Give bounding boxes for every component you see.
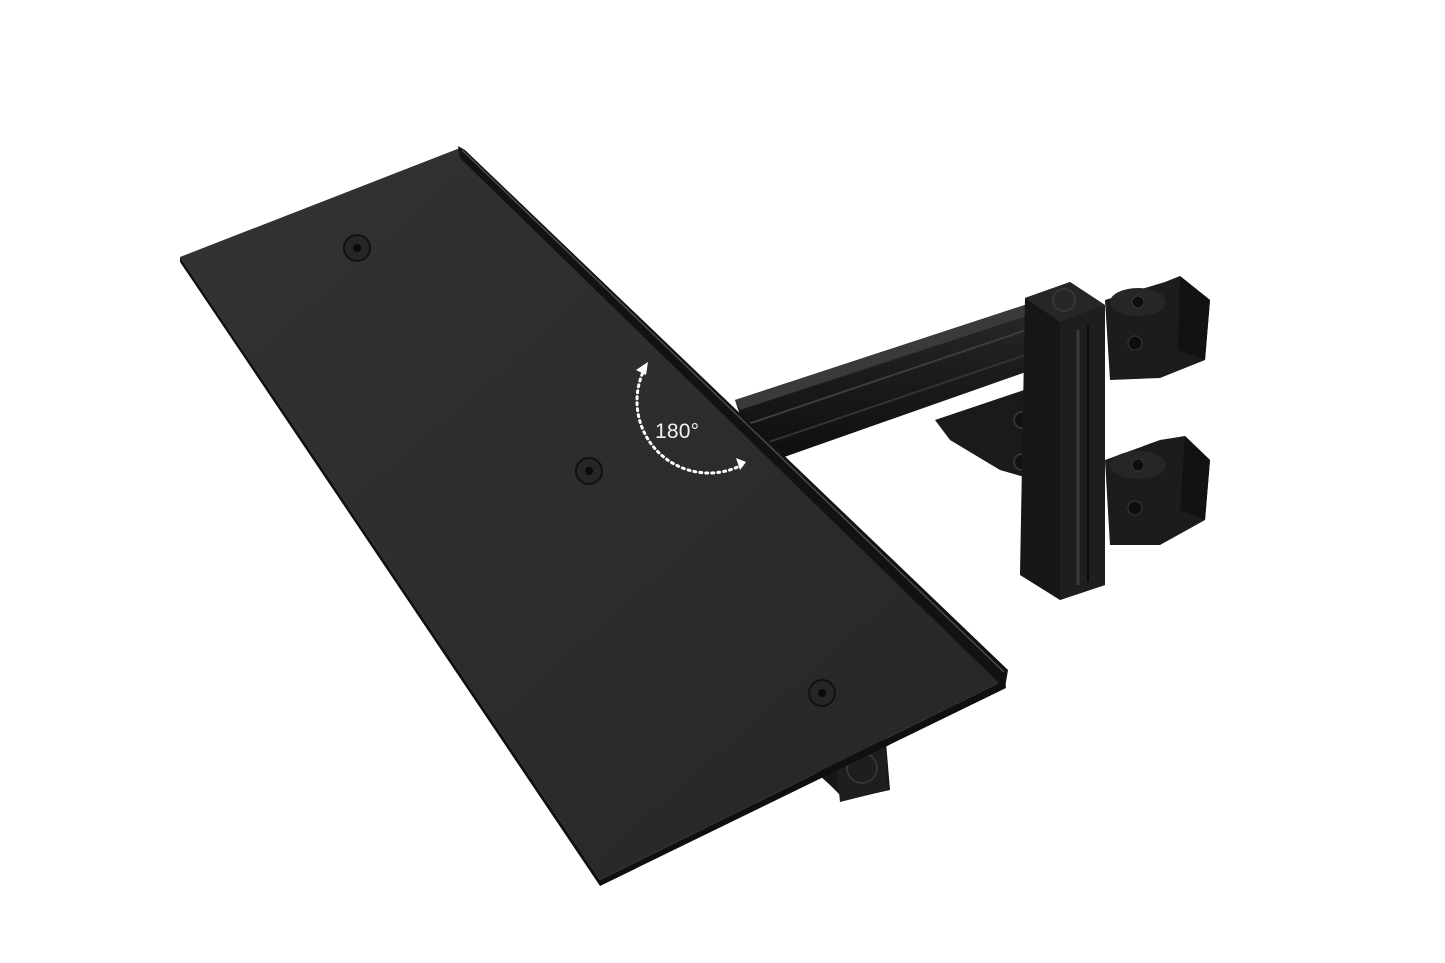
screw-icon	[575, 457, 603, 485]
rotation-angle-label: 180°	[655, 420, 700, 443]
logo-badge-icon	[1052, 288, 1076, 312]
screw-icon	[343, 234, 371, 262]
clamp-upper	[1105, 276, 1210, 380]
profile-arm	[735, 300, 1060, 480]
clamp-lower	[1105, 436, 1210, 545]
tray-plate	[180, 146, 1008, 886]
screw-icon	[808, 679, 836, 707]
rotate-arc-icon	[635, 362, 746, 475]
vertical-post	[1020, 282, 1105, 600]
